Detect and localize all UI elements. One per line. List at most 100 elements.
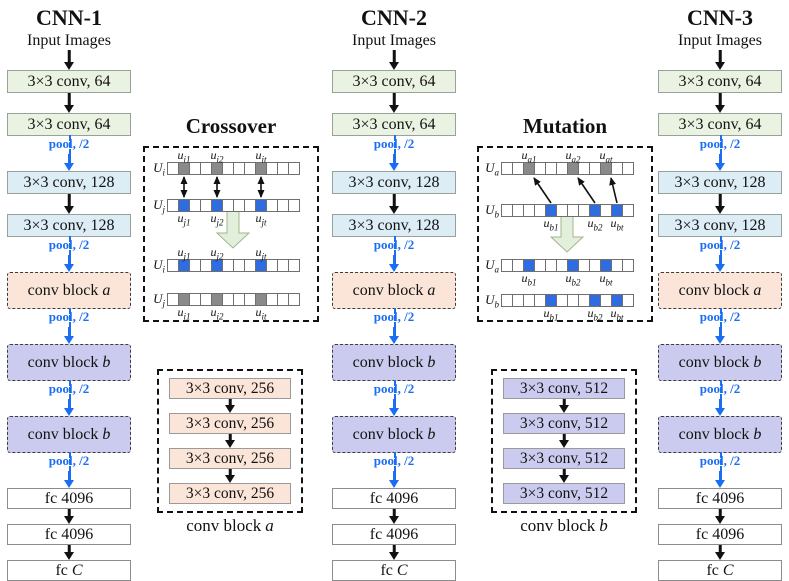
arrow-head-icon	[64, 516, 74, 524]
gene-label: ua2	[565, 148, 581, 165]
gene-label: ub1	[543, 216, 559, 233]
gene-row	[501, 294, 634, 307]
pool-connector: pool, /2	[331, 452, 457, 488]
pool-arrow-shaft	[719, 327, 722, 336]
arrow-head-icon	[389, 206, 399, 214]
pool-arrow-shaft	[68, 255, 71, 264]
down-arrow	[6, 545, 132, 560]
gene-label: uit	[255, 148, 267, 165]
gene-label: ui1	[177, 305, 191, 322]
arrow-shaft	[718, 50, 722, 62]
pool-label: pool, /2	[48, 136, 90, 151]
gene-label: uj2	[210, 211, 224, 228]
pool-connector: pool, /2	[6, 452, 132, 488]
pool-arrow-shaft	[393, 399, 396, 408]
conv-layer: 3×3 conv, 64	[658, 70, 782, 93]
arrow-head-icon	[715, 105, 725, 113]
crossover-arrows-layer	[180, 176, 265, 249]
down-arrow	[493, 469, 635, 483]
pool-arrow-head-icon	[389, 264, 399, 272]
pool-label: pool, /2	[699, 309, 741, 324]
down-arrow	[657, 545, 783, 560]
down-arrow	[331, 50, 457, 70]
arrow-shaft	[562, 399, 566, 405]
pool-arrow-head-icon	[64, 480, 74, 488]
arrow-head-icon	[559, 475, 569, 483]
mutation-arrow-icon	[577, 177, 596, 204]
arrow-head-icon	[715, 206, 725, 214]
gene-label: ubt	[610, 216, 624, 233]
gene-label: uj2	[210, 245, 224, 262]
crossover-result-arrow-icon	[215, 209, 251, 249]
mutation-arrow-icon	[609, 177, 618, 204]
gene-label: ui1	[177, 148, 191, 165]
gene-cell	[622, 294, 634, 307]
pool-arrow-shaft	[719, 399, 722, 408]
cnn3-input-label: Input Images	[678, 32, 762, 49]
pool-dashed-line	[394, 380, 396, 400]
pool-connector: pool, /2	[657, 236, 783, 272]
pool-dashed-line	[69, 452, 71, 472]
cnn3-title: CNN-3	[687, 5, 753, 30]
arrow-shaft	[392, 194, 396, 206]
arrow-shaft	[562, 434, 566, 440]
arrow-head-icon	[64, 105, 74, 113]
pool-dashed-line	[69, 308, 71, 328]
gene-cell	[622, 162, 634, 175]
gene-row	[167, 293, 300, 306]
mutation-result-arrow-icon	[549, 215, 585, 253]
pool-label: pool, /2	[373, 381, 415, 396]
pool-arrow-head-icon	[64, 163, 74, 171]
arrow-head-icon	[389, 552, 399, 560]
pool-arrow-shaft	[68, 399, 71, 408]
fc-layer: fc 4096	[7, 488, 131, 509]
gene-label: ua1	[521, 148, 537, 165]
pool-label: pool, /2	[373, 309, 415, 324]
down-arrow	[657, 93, 783, 113]
pool-label: pool, /2	[373, 237, 415, 252]
pool-arrow-head-icon	[389, 336, 399, 344]
pool-connector: pool, /2	[6, 236, 132, 272]
arrow-shaft	[718, 509, 722, 516]
gene-row	[501, 204, 634, 217]
gene-label: ui2	[210, 148, 224, 165]
cnn1-title: CNN-1	[36, 5, 102, 30]
arrow-head-icon	[389, 105, 399, 113]
down-arrow	[6, 93, 132, 113]
fc-layer: fc 4096	[658, 524, 782, 545]
gene-cell	[288, 199, 300, 212]
pool-arrow-head-icon	[389, 408, 399, 416]
gene-label: uj1	[177, 245, 191, 262]
pool-arrow-shaft	[393, 327, 396, 336]
pool-arrow-shaft	[719, 154, 722, 163]
arrow-head-icon	[389, 62, 399, 70]
pool-connector: pool, /2	[331, 380, 457, 416]
pool-arrow-shaft	[68, 471, 71, 480]
down-arrow	[159, 399, 301, 413]
gene-row	[501, 259, 634, 272]
arrow-head-icon	[559, 440, 569, 448]
mutation-arrows-layer	[533, 177, 618, 253]
cnn2-title: CNN-2	[361, 5, 427, 30]
gene-label: uit	[255, 305, 267, 322]
gene-row	[167, 199, 300, 212]
down-arrow	[6, 194, 132, 214]
arrow-head-icon	[715, 62, 725, 70]
arrow-shaft	[392, 50, 396, 62]
pool-dashed-line	[720, 135, 722, 155]
arrow-shaft	[562, 469, 566, 475]
